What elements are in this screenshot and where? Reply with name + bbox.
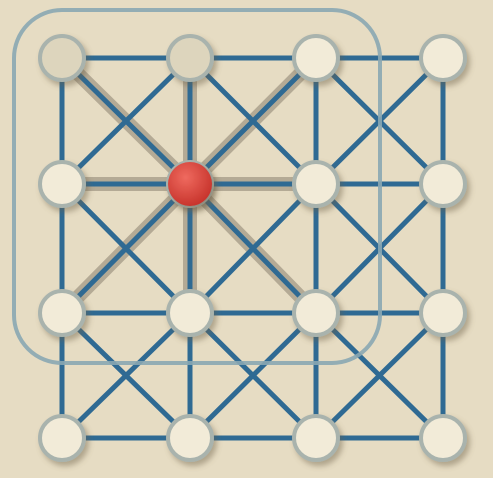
board-node-r0-c0[interactable] xyxy=(38,34,86,82)
board-node-r2-c0[interactable] xyxy=(38,289,86,337)
grid-line-diagonal xyxy=(313,310,446,441)
selection-region-outline xyxy=(12,8,382,365)
board-node-r3-c3[interactable] xyxy=(419,414,467,462)
board-node-r3-c1[interactable] xyxy=(166,414,214,462)
board-node-r0-c1[interactable] xyxy=(166,34,214,82)
player-piece[interactable] xyxy=(168,162,212,206)
board-node-r0-c3[interactable] xyxy=(419,34,467,82)
board-node-r3-c2[interactable] xyxy=(292,414,340,462)
grid-line-diagonal xyxy=(187,310,319,441)
grid-line-diagonal xyxy=(59,181,193,316)
grid-lines xyxy=(59,55,446,441)
piece-layer xyxy=(168,162,212,206)
board-node-r1-c0[interactable] xyxy=(38,160,86,208)
grid-line-diagonal xyxy=(187,55,319,187)
grid-line-diagonal xyxy=(59,55,193,187)
board-node-r1-c2[interactable] xyxy=(292,160,340,208)
grid-line-diagonal xyxy=(187,181,319,316)
board-node-r2-c1[interactable] xyxy=(166,289,214,337)
board-node-r3-c0[interactable] xyxy=(38,414,86,462)
selection-region xyxy=(12,8,382,365)
board-node-r1-c3[interactable] xyxy=(419,160,467,208)
board-node-r0-c2[interactable] xyxy=(292,34,340,82)
board-node-r2-c2[interactable] xyxy=(292,289,340,337)
board-node-r2-c3[interactable] xyxy=(419,289,467,337)
grid-line-diagonal xyxy=(59,310,193,441)
